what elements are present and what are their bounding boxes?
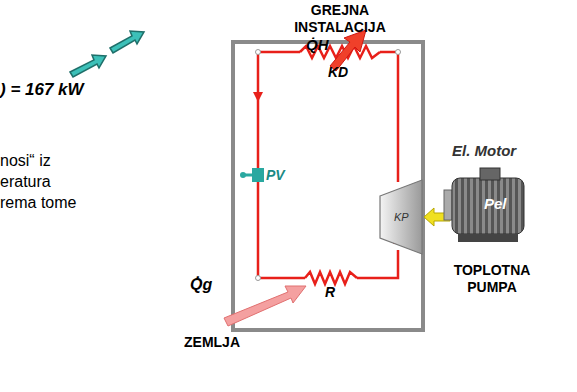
power-value: ) = 167 kW [0,80,84,100]
compressor: KP [378,178,424,256]
heat-pump-housing [233,42,423,330]
source-label: ZEMLJA [184,334,240,350]
expansion-valve [240,168,264,182]
body-text: eratura [0,173,51,191]
refrigerant-loop [258,46,398,284]
teal-arrow [70,31,144,77]
body-text: rema tome [0,194,76,212]
heat-flow-label: Q̇H [306,36,329,53]
heat-flow-label: Q̇g [190,276,212,294]
heat-in-arrow [224,286,306,326]
body-text: nosi“ iz [0,152,51,170]
power-label: Pel [484,195,507,212]
output-label: GREJNA INSTALACIJA [288,2,392,36]
device-label: TOPLOTNA PUMPA [452,262,532,296]
compressor-label: KP [394,211,409,223]
component-label: PV [266,167,285,183]
evaporator-coil [305,272,357,284]
component-label: R [325,284,335,300]
component-label: KD [328,64,348,80]
motor-title: El. Motor [452,142,516,159]
